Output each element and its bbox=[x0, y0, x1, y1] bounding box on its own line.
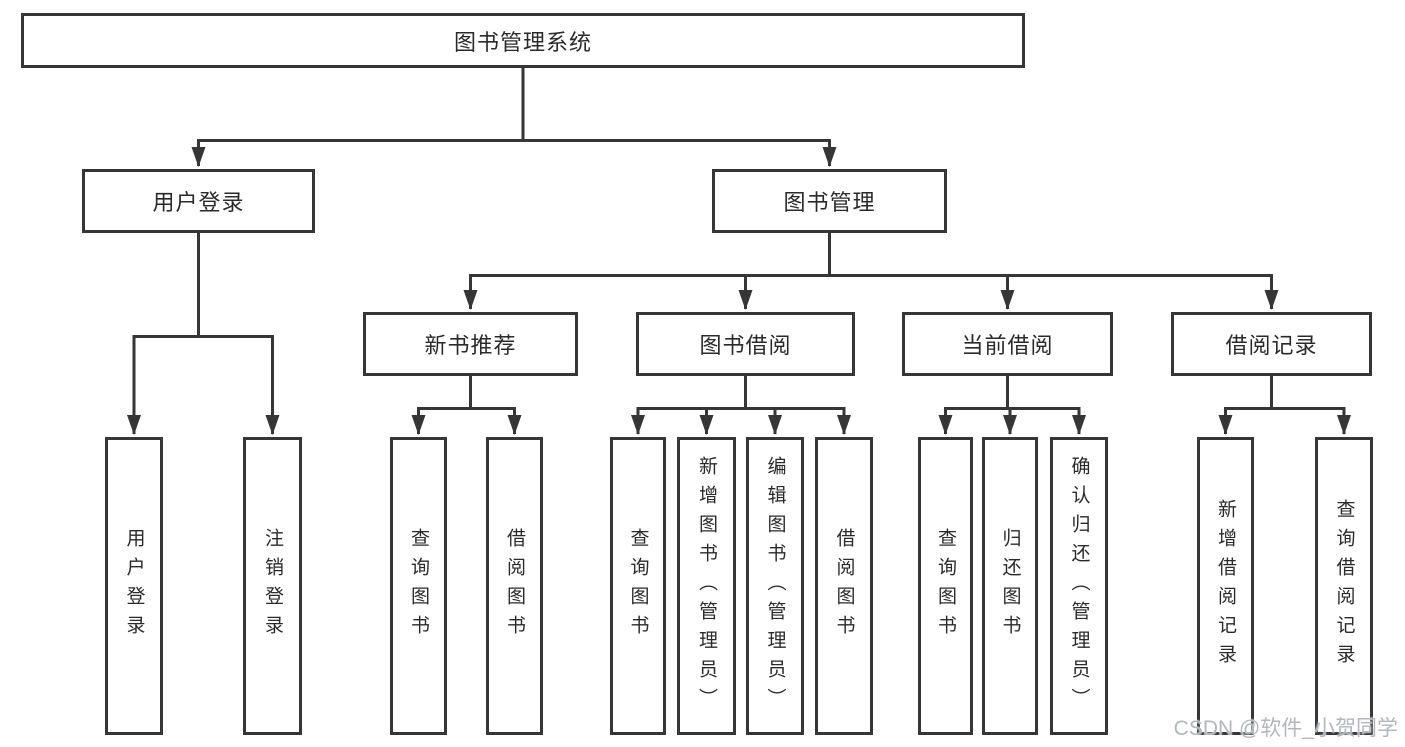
leaf-query-books-current: 查询图书 bbox=[918, 437, 973, 735]
leaf-borrow-books-recommend-label: 借阅图书 bbox=[504, 528, 525, 644]
leaf-add-borrow-record-label: 新增借阅记录 bbox=[1215, 499, 1236, 673]
leaf-confirm-return-admin-label: 确认归还（管理员） bbox=[1068, 455, 1090, 717]
leaf-query-borrow-record-label: 查询借阅记录 bbox=[1333, 499, 1355, 673]
connector-book-borrowing-to-leaves bbox=[631, 376, 851, 435]
leaf-query-books-recommend-label: 查询图书 bbox=[408, 528, 429, 644]
leaf-user-login: 用户登录 bbox=[105, 437, 163, 735]
leaf-logout-label: 注销登录 bbox=[262, 528, 283, 644]
leaf-query-borrow-record: 查询借阅记录 bbox=[1315, 437, 1373, 735]
node-library-management-system: 图书管理系统 bbox=[21, 13, 1025, 68]
leaf-borrow-books-borrowing: 借阅图书 bbox=[815, 437, 873, 735]
leaf-user-login-label: 用户登录 bbox=[123, 528, 145, 644]
node-borrowing-records: 借阅记录 bbox=[1171, 312, 1372, 376]
csdn-watermark: CSDN @软件_小贺同学 bbox=[1173, 717, 1398, 740]
leaf-edit-book-admin-label: 编辑图书（管理员） bbox=[764, 455, 786, 717]
leaf-return-books-label: 归还图书 bbox=[999, 528, 1021, 644]
node-current-borrowing: 当前借阅 bbox=[902, 312, 1113, 376]
leaf-borrow-books-borrowing-label: 借阅图书 bbox=[833, 528, 855, 644]
leaf-query-books-recommend: 查询图书 bbox=[390, 437, 447, 735]
connector-user-login-to-leaves bbox=[127, 233, 280, 435]
leaf-query-books-borrowing: 查询图书 bbox=[610, 437, 666, 735]
leaf-query-books-current-label: 查询图书 bbox=[935, 528, 956, 644]
leaf-confirm-return-admin: 确认归还（管理员） bbox=[1050, 437, 1108, 735]
leaf-add-borrow-record: 新增借阅记录 bbox=[1197, 437, 1254, 735]
node-book-management: 图书管理 bbox=[712, 169, 947, 233]
node-new-book-recommend: 新书推荐 bbox=[363, 312, 578, 376]
leaf-add-book-admin-label: 新增图书（管理员） bbox=[696, 455, 717, 717]
leaf-borrow-books-recommend: 借阅图书 bbox=[486, 437, 543, 735]
connector-root-to-level2 bbox=[191, 68, 837, 167]
node-book-borrowing: 图书借阅 bbox=[636, 312, 855, 376]
connector-new-book-recommend-to-leaves bbox=[411, 376, 522, 435]
connector-current-borrowing-to-leaves bbox=[938, 376, 1086, 435]
leaf-add-book-admin: 新增图书（管理员） bbox=[677, 437, 736, 735]
node-user-login: 用户登录 bbox=[82, 169, 315, 233]
leaf-logout: 注销登录 bbox=[243, 437, 302, 735]
leaf-edit-book-admin: 编辑图书（管理员） bbox=[746, 437, 804, 735]
leaf-query-books-borrowing-label: 查询图书 bbox=[627, 528, 649, 644]
connector-borrowing-records-to-leaves bbox=[1218, 376, 1351, 435]
connector-book-management-to-level3 bbox=[463, 233, 1279, 310]
leaf-return-books: 归还图书 bbox=[982, 437, 1038, 735]
